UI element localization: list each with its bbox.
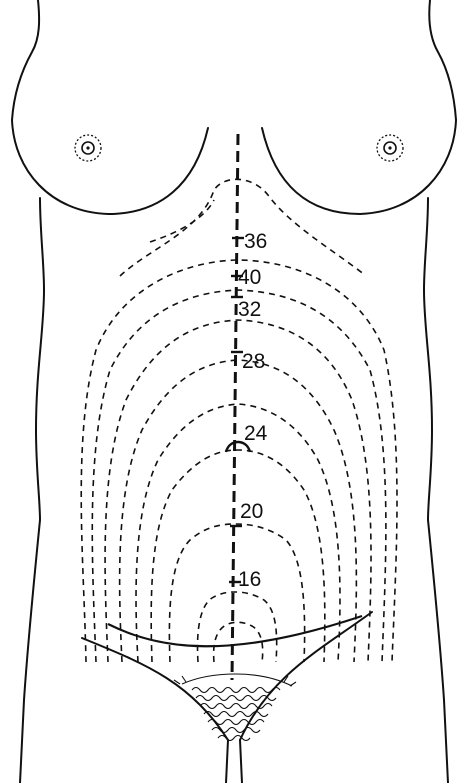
contour-week-28	[120, 360, 357, 662]
contour-week-16	[198, 592, 277, 662]
contour-week-24	[151, 450, 325, 662]
right-breast	[262, 120, 456, 214]
contour-week-32-b	[105, 320, 371, 662]
right-flank	[424, 198, 448, 783]
week-label-16: 16	[238, 568, 261, 591]
week-label-28: 28	[242, 350, 265, 373]
week-label-40: 40	[238, 266, 261, 289]
left-shoulder-arm-line	[12, 0, 39, 120]
groin-lower-lines	[226, 740, 242, 783]
week-label-24: 24	[244, 422, 268, 445]
left-flank	[20, 198, 44, 783]
pubic-symphysis-arc	[108, 616, 362, 646]
week-label-32: 32	[238, 298, 261, 321]
midline	[232, 134, 238, 680]
contour-week-36-inner	[150, 200, 214, 242]
left-breast	[12, 120, 208, 214]
contour-week-36	[120, 179, 365, 276]
right-shoulder-arm-line	[429, 0, 456, 120]
week-label-20: 20	[240, 500, 263, 523]
week-label-36: 36	[244, 230, 267, 253]
week-labels: 36 40 32 28 24 20 16	[238, 230, 268, 591]
contour-week-20	[169, 524, 304, 662]
left-groin-line	[82, 638, 228, 740]
